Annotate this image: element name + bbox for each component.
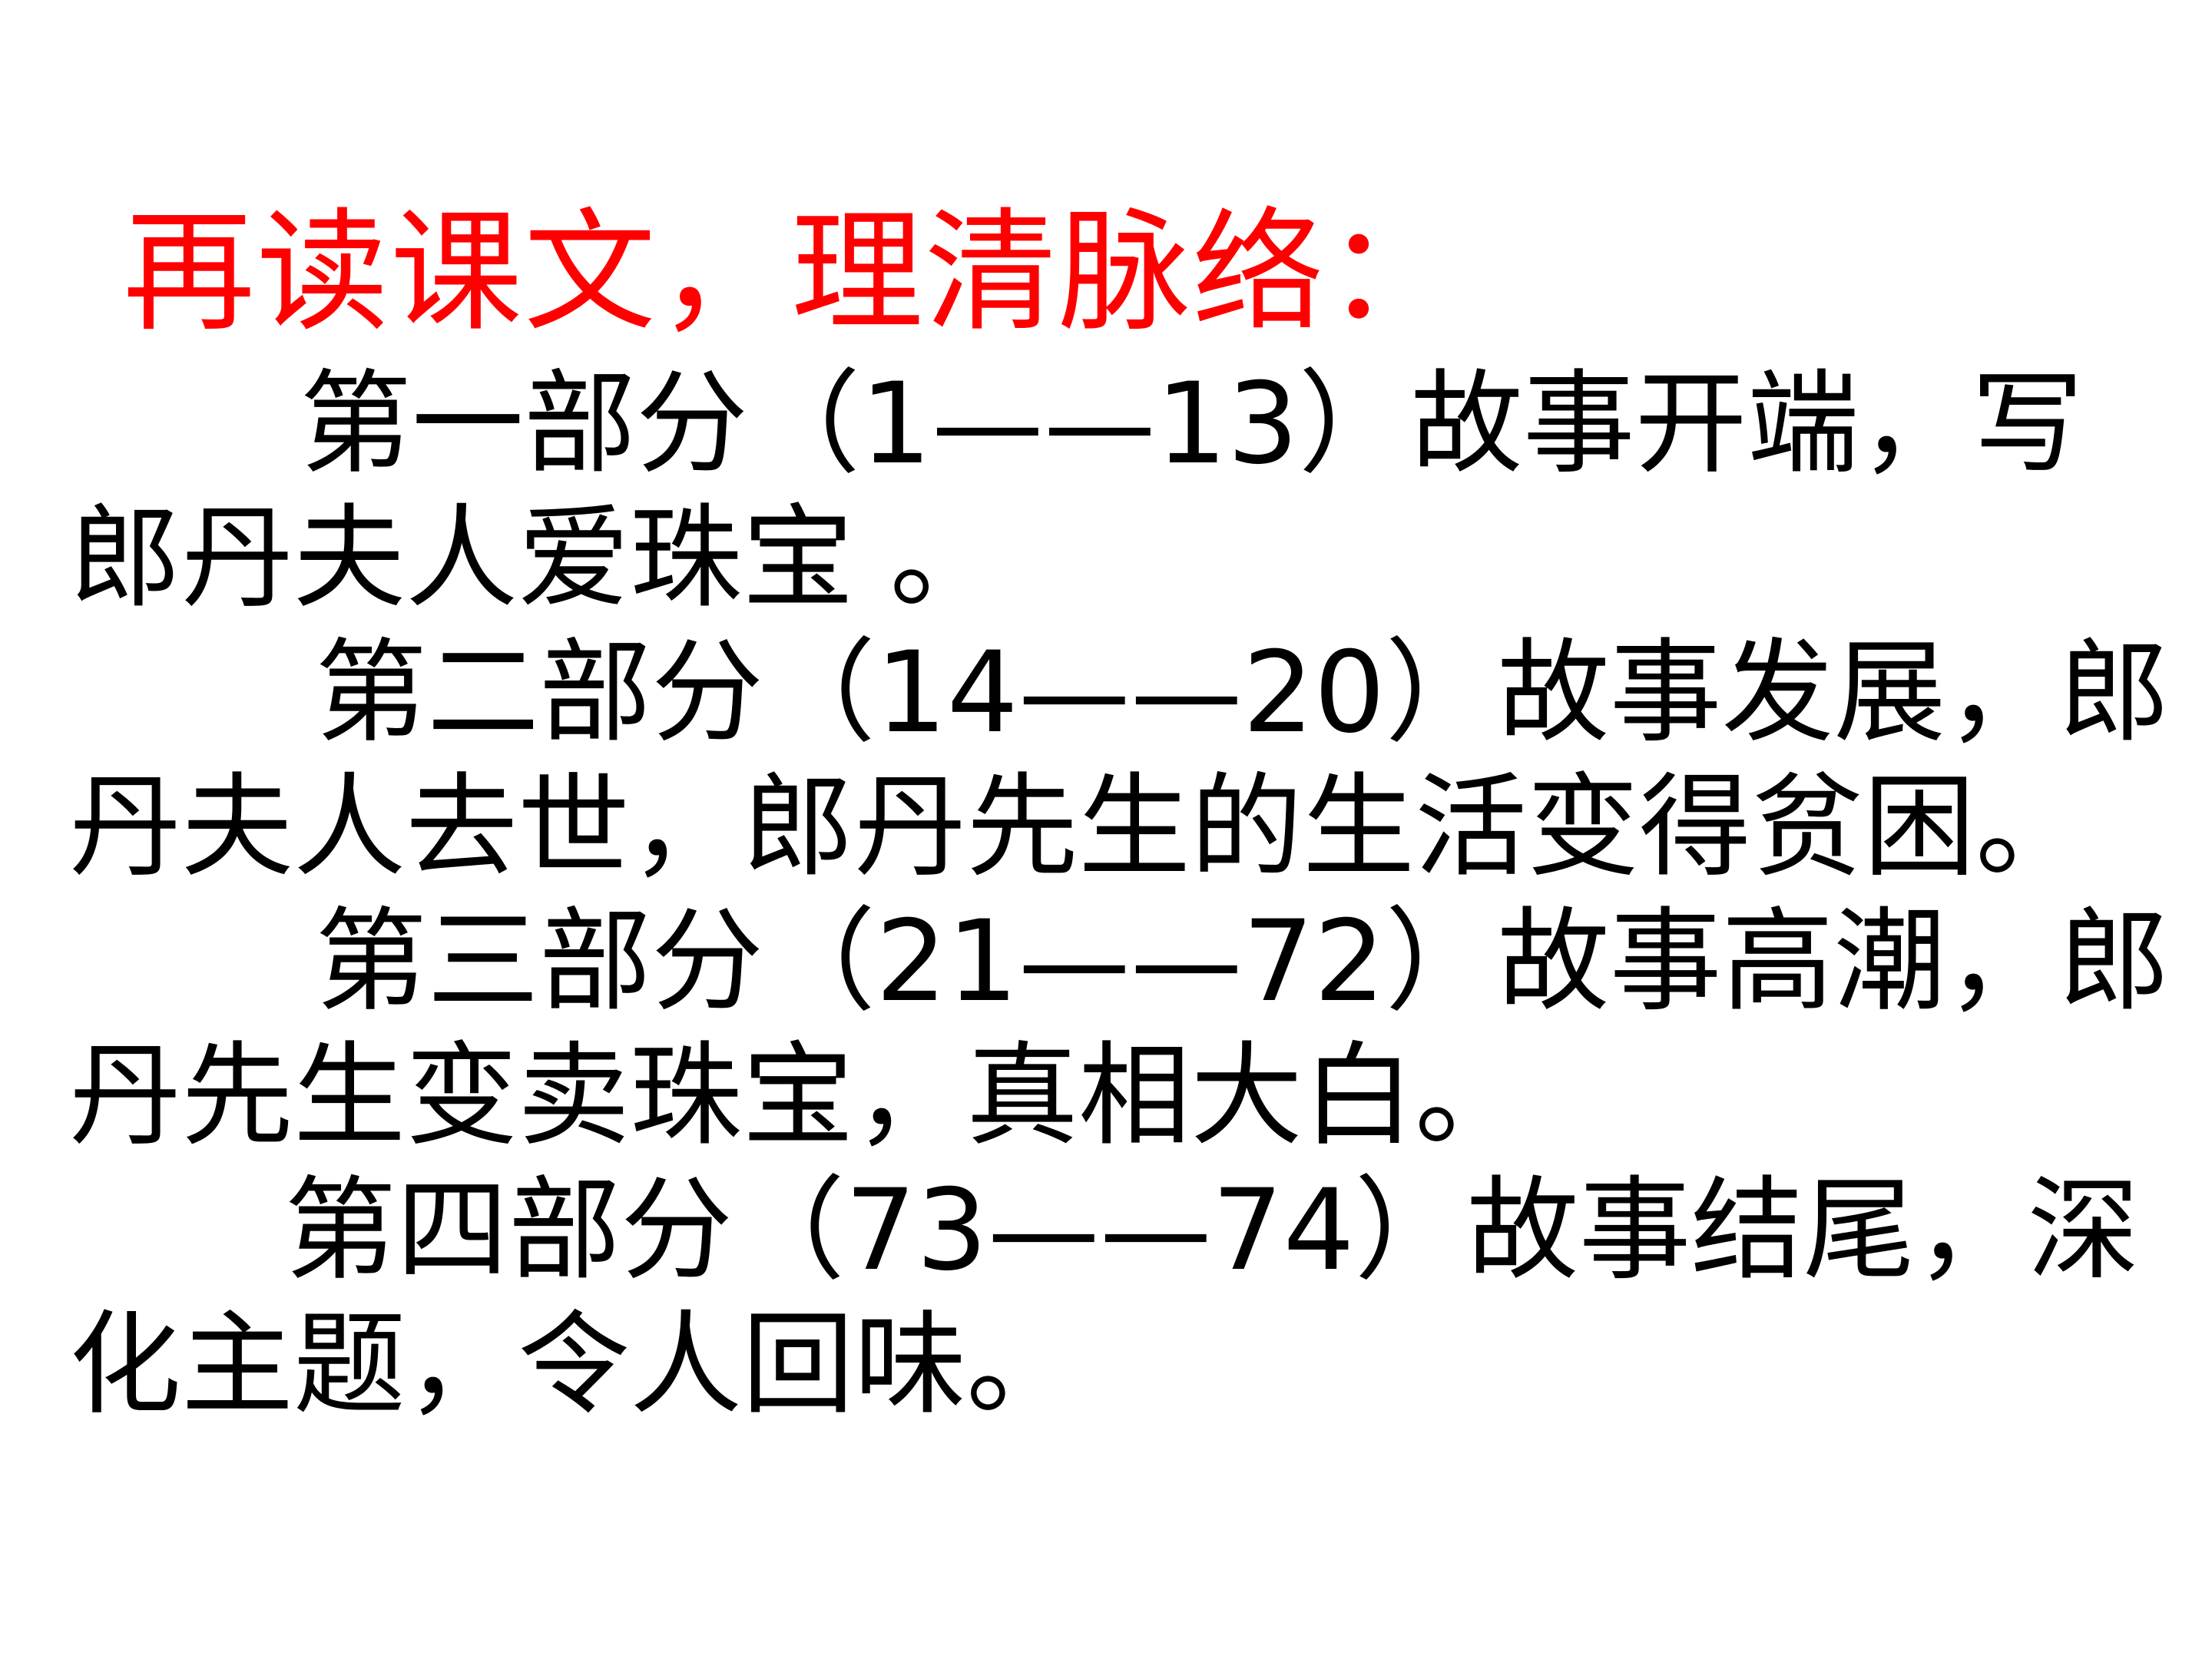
section-3-line-2: 丹先生变卖珠宝，真相大白。 bbox=[69, 1031, 1527, 1161]
section-4-line-2: 化主题，令人回味。 bbox=[69, 1300, 1078, 1430]
section-4-line-1: 第四部分（73——74）故事结尾，深 bbox=[284, 1165, 2140, 1296]
section-2-line-1: 第二部分（14——20）故事发展，郎 bbox=[315, 628, 2171, 758]
section-1: 第一部分（1——13）故事开端，写 郎丹夫人爱珠宝 。 bbox=[69, 357, 2143, 626]
section-3-line-1: 第三部分（21——72）故事高潮，郎 bbox=[315, 896, 2171, 1027]
section-1-line-2: 郎丹夫人爱珠宝 。 bbox=[69, 493, 1002, 624]
section-2-line-2: 丹夫人去世，郎丹先生的生活变得贫困。 bbox=[69, 762, 2088, 892]
slide-content: 第一部分（1——13）故事开端，写 郎丹夫人爱珠宝 。 第二部分（14——20）… bbox=[69, 357, 2171, 1432]
section-4: 第四部分（73——74）故事结尾，深 化主题，令人回味。 bbox=[69, 1164, 2143, 1432]
slide-title: 再读课文，理清脉络： bbox=[123, 195, 1459, 349]
section-1-line-1: 第一部分（1——13）故事开端，写 bbox=[300, 359, 2084, 489]
section-3: 第三部分（21——72）故事高潮，郎 丹先生变卖珠宝，真相大白。 bbox=[69, 895, 2171, 1164]
section-2: 第二部分（14——20）故事发展，郎 丹夫人去世，郎丹先生的生活变得贫困。 bbox=[69, 626, 2171, 895]
